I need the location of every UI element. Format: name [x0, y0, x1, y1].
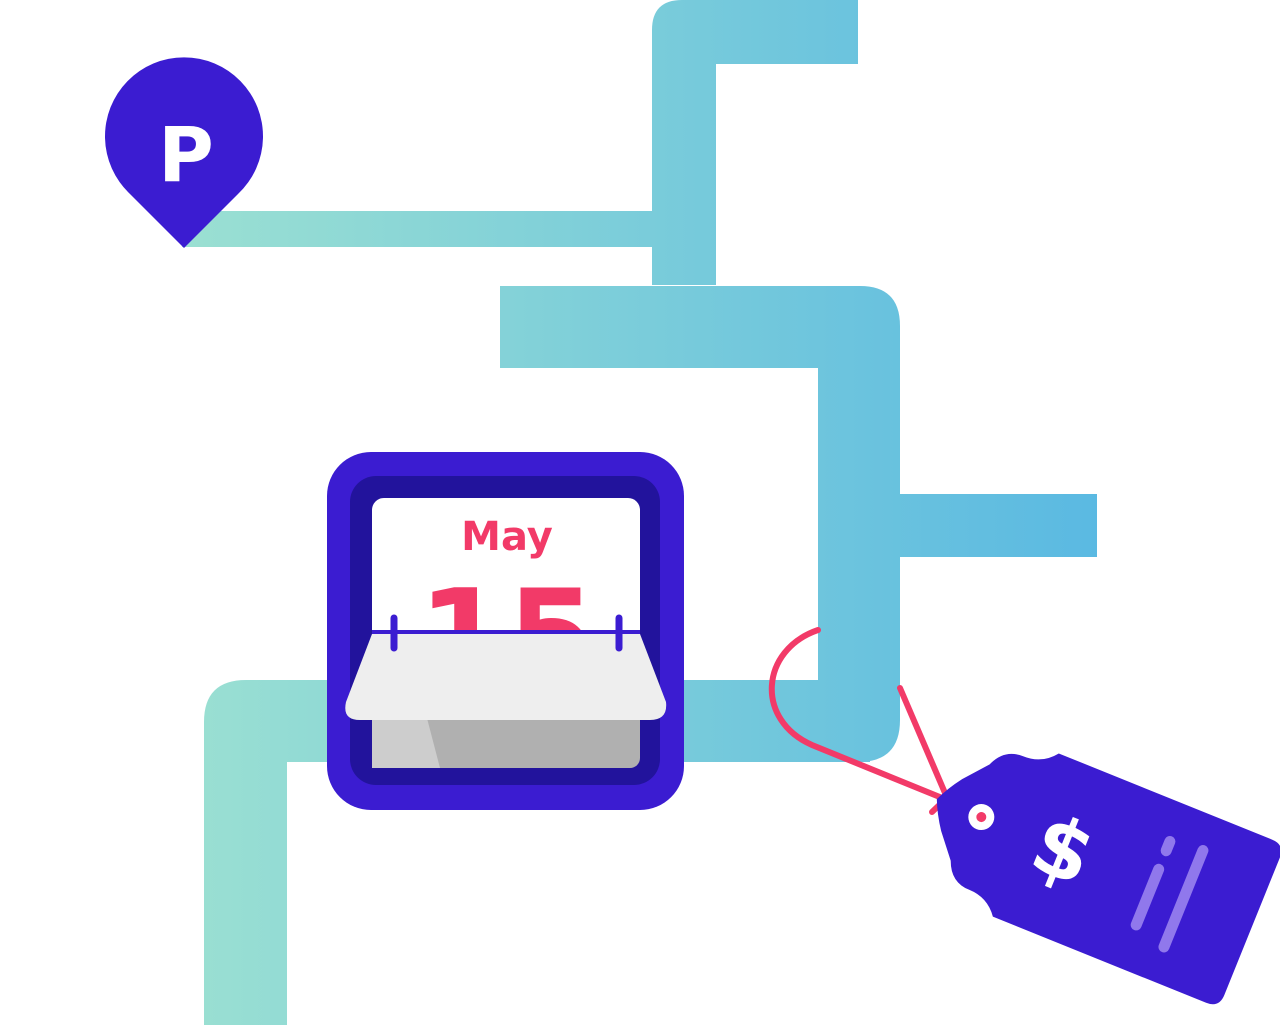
road-segment-right-spur [880, 494, 1097, 557]
price-tag-icon[interactable]: $ [904, 717, 1280, 1008]
road-segment-top-vertical [652, 0, 858, 285]
calendar-upper-page [372, 498, 640, 648]
calendar-month: May [461, 514, 553, 560]
calendar-icon[interactable]: 15 May 15 [327, 452, 684, 810]
price-tag-body [936, 753, 1280, 1005]
road-segment-marker-branch [182, 211, 682, 247]
parking-letter: P [158, 110, 214, 199]
price-tag-marks [1130, 835, 1209, 953]
calendar-fold-flap [345, 634, 667, 720]
parking-pin-icon [105, 57, 263, 248]
parking-marker[interactable]: P [105, 57, 263, 248]
road-segment-bottom-left [204, 680, 330, 1025]
